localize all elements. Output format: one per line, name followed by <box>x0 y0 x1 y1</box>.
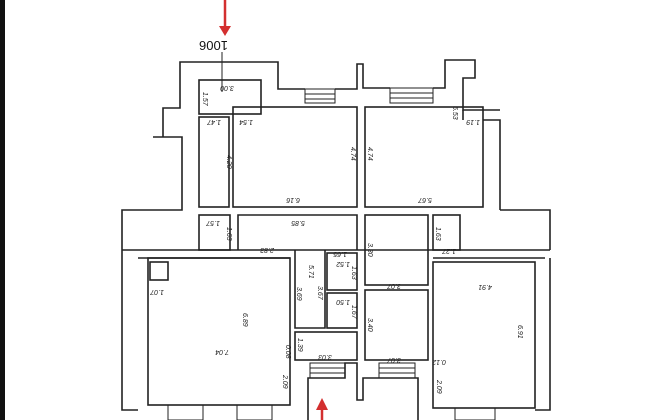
room-top-right <box>364 106 484 208</box>
dim-label: 3.69 <box>295 287 302 301</box>
dim-label: 0.08 <box>284 345 291 359</box>
room-top-center <box>232 106 358 208</box>
dim-label: 6.91 <box>516 325 523 339</box>
room-mid-right <box>364 214 429 286</box>
top-arrow-icon <box>219 0 231 36</box>
corridor-lower <box>294 250 326 329</box>
dim-label: 3.07 <box>386 356 401 363</box>
dim-label: 6.16 <box>286 196 300 203</box>
dim-label: 1.63 <box>350 266 357 280</box>
dim-label: 6.53 <box>451 106 458 120</box>
bottom-arrow-icon <box>316 398 328 420</box>
dim-label: 3.00 <box>220 84 234 91</box>
dim-label: 2.09 <box>281 374 288 389</box>
entrance-walls <box>307 362 419 420</box>
room-vestibule <box>294 331 358 361</box>
dim-label: 7.04 <box>215 348 229 355</box>
dim-label: 1.52 <box>336 260 350 267</box>
dim-label: 1.57 <box>205 219 220 226</box>
dim-label: 4.74 <box>366 147 373 161</box>
dim-label: 1.63 <box>225 227 232 241</box>
room-wc <box>149 261 169 281</box>
dim-label: 1.07 <box>149 288 164 295</box>
room-small-top <box>198 79 262 115</box>
stairs-top-left <box>304 88 336 104</box>
dim-label: 3.67 <box>316 286 323 301</box>
left-edge-bar <box>0 0 5 420</box>
room-small-mid-right <box>432 214 461 251</box>
dim-label: 1.63 <box>434 227 441 241</box>
unit-number-label: 1006 <box>199 38 228 53</box>
dim-label: 5.67 <box>417 196 432 203</box>
dim-label: 4.74 <box>349 147 356 161</box>
room-large-left <box>147 257 291 406</box>
room-small-b <box>326 292 358 329</box>
room-lower-center <box>364 289 429 361</box>
outer-walls <box>121 59 551 411</box>
dim-label: 2.83 <box>260 246 275 253</box>
corridor-upper <box>237 214 358 250</box>
room-large-right <box>432 261 536 409</box>
dimension-labels: 3.00 1.57 1.47 1.54 4.20 4.74 4.74 6.16 … <box>149 84 523 394</box>
dim-label: 1.54 <box>239 118 253 125</box>
stairs-top-right <box>389 87 434 104</box>
dim-label: 5.71 <box>307 265 314 279</box>
dim-label: 1.50 <box>336 298 350 305</box>
dim-label: 2.09 <box>435 379 442 394</box>
dim-label: 1.27 <box>441 247 456 254</box>
dim-label: 6.89 <box>241 313 248 327</box>
dim-label: 3.07 <box>386 282 401 289</box>
dim-label: 4.91 <box>478 283 492 290</box>
room-small-a <box>326 252 358 291</box>
dim-label: 1.67 <box>350 305 357 320</box>
dim-label: 1.47 <box>206 118 221 125</box>
dim-label: 5.85 <box>291 219 305 226</box>
dim-label: 1.65 <box>333 250 347 257</box>
room-small-mid-left <box>198 214 231 251</box>
dim-label: 1.39 <box>296 338 303 352</box>
dim-label: 3.40 <box>366 318 373 332</box>
dim-label: 3.03 <box>318 353 332 360</box>
dim-label: 1.57 <box>201 92 208 107</box>
dim-label: 4.20 <box>225 155 232 169</box>
dim-label: 3.30 <box>366 243 373 257</box>
dim-label: 0.12 <box>432 358 446 365</box>
room-narrow-left <box>198 116 230 208</box>
stairs-bottom <box>167 362 496 420</box>
rooms <box>147 79 536 409</box>
dim-label: 1.19 <box>466 118 480 125</box>
